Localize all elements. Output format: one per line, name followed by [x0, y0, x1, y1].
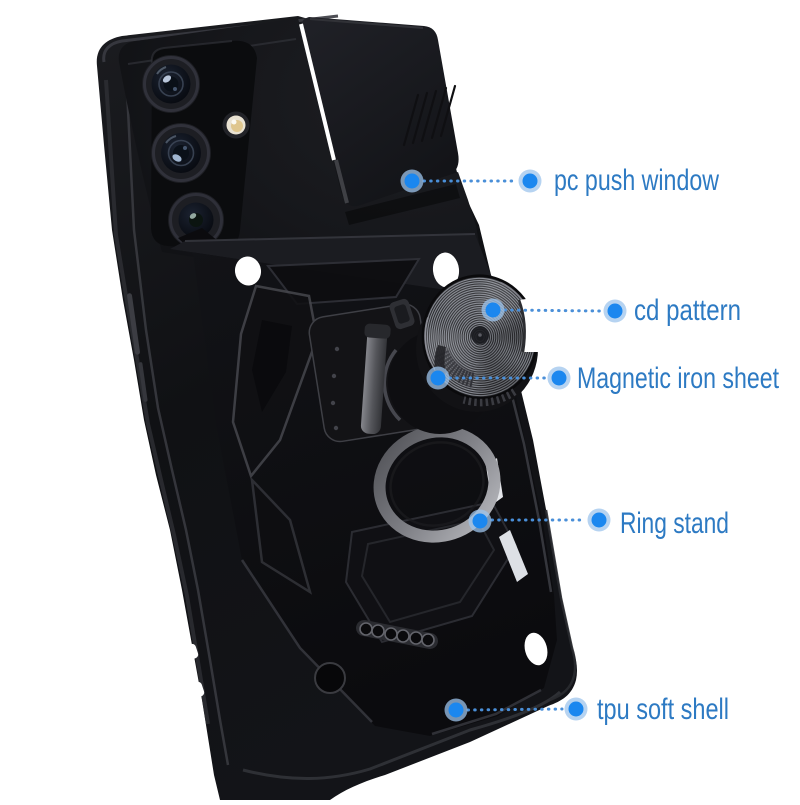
svg-text:Magnetic iron sheet: Magnetic iron sheet — [577, 362, 780, 395]
svg-text:tpu soft shell: tpu soft shell — [597, 693, 729, 726]
svg-text:Ring stand: Ring stand — [620, 507, 729, 540]
svg-text:pc push window: pc push window — [554, 164, 719, 197]
svg-text:cd pattern: cd pattern — [634, 294, 741, 327]
